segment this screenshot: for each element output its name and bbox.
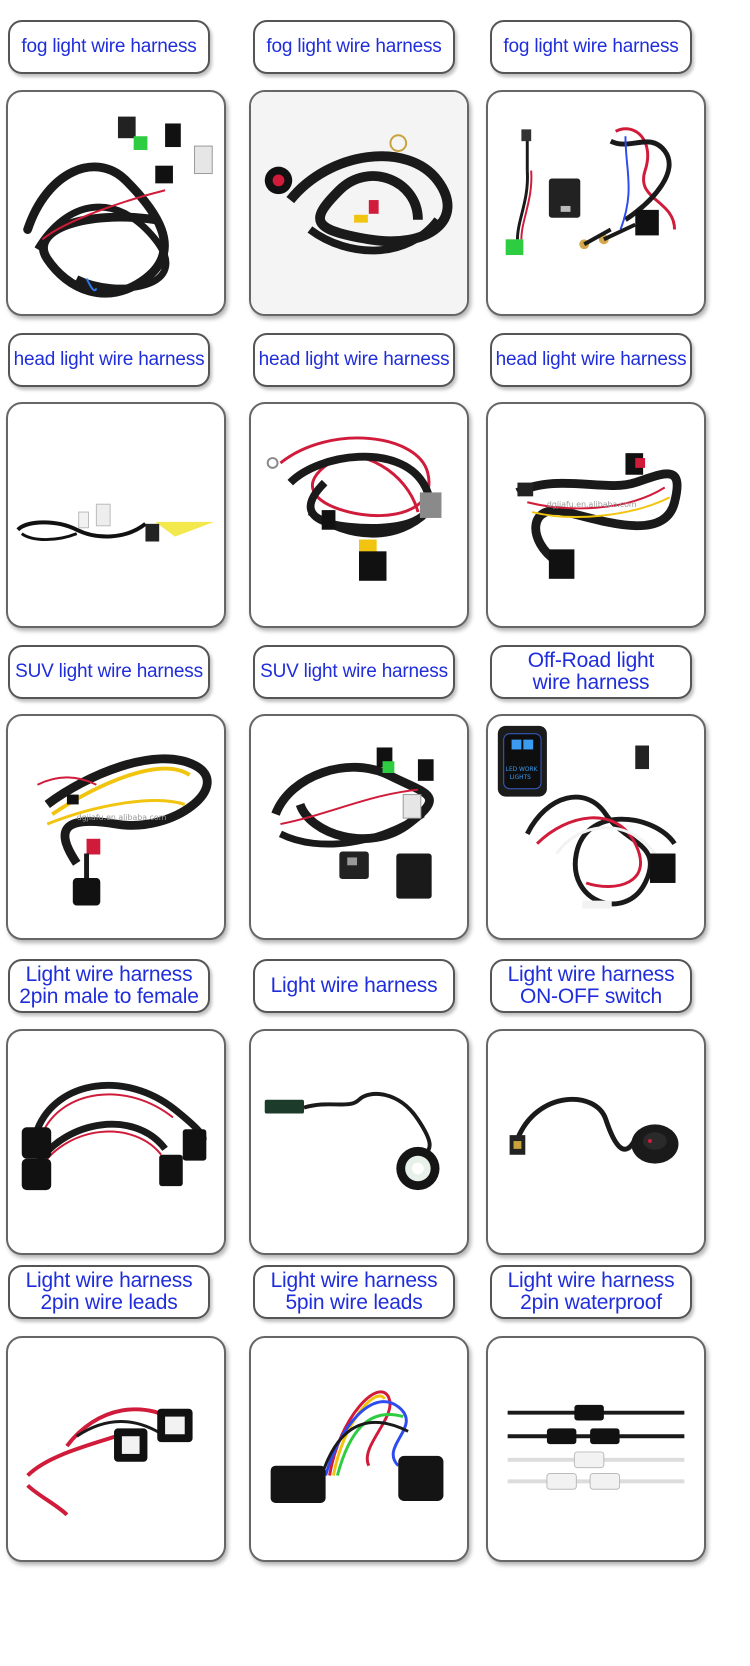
connector-photo: [264, 1092, 440, 1191]
product-label: SUV light wire harness: [253, 645, 455, 699]
switch-photo: LED WORK LIGHTS: [497, 725, 677, 909]
connector-photo: [21, 1081, 207, 1191]
product-label: Light wire harness ON-OFF switch: [490, 959, 692, 1013]
head-harness-photo: [16, 503, 215, 542]
connector-photo: [270, 1390, 444, 1503]
product-image-card[interactable]: [249, 1029, 469, 1255]
connector-photo: [26, 1407, 193, 1517]
watermark: dgjiafu.en.alibaba.com: [77, 813, 167, 822]
head-harness-photo: dgjiafu.en.alibaba.com: [515, 453, 682, 579]
switch-text: LIGHTS: [510, 775, 532, 781]
product-image-card[interactable]: [249, 714, 469, 940]
suv-harness-photo: [271, 747, 434, 899]
product-label: Light wire harness 5pin wire leads: [253, 1265, 455, 1319]
product-image-card[interactable]: [486, 90, 706, 316]
product-image-card[interactable]: dgjiafu.en.alibaba.com: [486, 402, 706, 628]
fog-harness-photo: [505, 127, 677, 256]
product-label: Light wire harness 2pin wire leads: [8, 1265, 210, 1319]
product-label: fog light wire harness: [253, 20, 455, 74]
product-image-card[interactable]: [6, 90, 226, 316]
product-label: head light wire harness: [253, 333, 455, 387]
product-label: SUV light wire harness: [8, 645, 210, 699]
watermark: dgjiafu.en.alibaba.com: [547, 500, 637, 509]
fog-harness-photo: [251, 92, 467, 314]
product-label: fog light wire harness: [490, 20, 692, 74]
product-label: fog light wire harness: [8, 20, 210, 74]
product-label: Light wire harness: [253, 959, 455, 1013]
product-label: Off-Road light wire harness: [490, 645, 692, 699]
product-image-card[interactable]: [486, 1336, 706, 1562]
fog-harness-photo: [23, 116, 213, 298]
product-image-card[interactable]: [249, 90, 469, 316]
product-label: Light wire harness 2pin waterproof: [490, 1265, 692, 1319]
product-image-card[interactable]: LED WORK LIGHTS: [486, 714, 706, 940]
product-image-card[interactable]: [249, 402, 469, 628]
switch-photo: [509, 1096, 679, 1164]
suv-harness-photo: dgjiafu.en.alibaba.com: [37, 754, 212, 906]
product-image-card[interactable]: [6, 402, 226, 628]
connector-photo: [507, 1404, 685, 1490]
product-image-card[interactable]: [249, 1336, 469, 1562]
product-label: head light wire harness: [490, 333, 692, 387]
product-label: Light wire harness 2pin male to female: [8, 959, 210, 1013]
head-harness-photo: [266, 436, 442, 581]
product-image-card[interactable]: [486, 1029, 706, 1255]
product-label: head light wire harness: [8, 333, 210, 387]
switch-text: LED WORK: [506, 767, 538, 773]
product-image-card[interactable]: dgjiafu.en.alibaba.com: [6, 714, 226, 940]
product-image-card[interactable]: [6, 1336, 226, 1562]
product-image-card[interactable]: [6, 1029, 226, 1255]
